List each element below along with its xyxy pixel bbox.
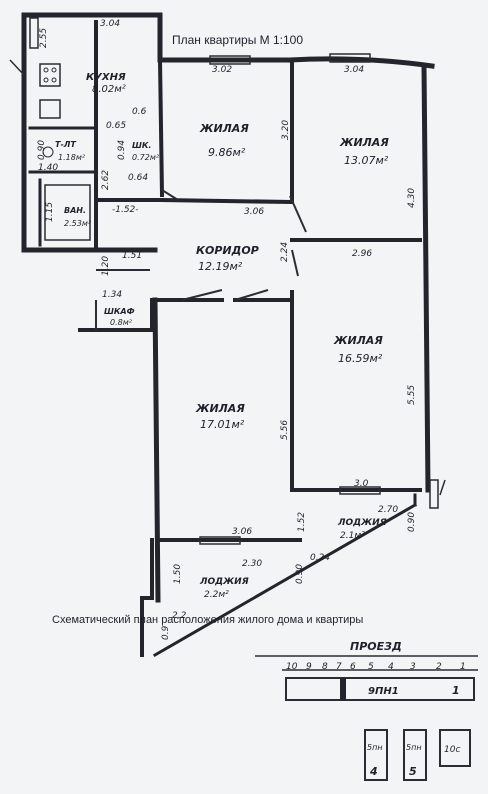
bath-area: 2.53м² [64, 219, 92, 228]
dim-label: 4.30 [407, 188, 417, 208]
dim-label: 2.24 [280, 242, 290, 262]
bedroom3-name: ЖИЛАЯ [333, 334, 383, 347]
dim-label: 3.02 [212, 65, 232, 75]
dim-label: 1.34 [102, 290, 122, 300]
dim-label: 0.64 [128, 173, 148, 183]
site-num: 3 [410, 662, 416, 672]
building-5-number: 5 [409, 765, 417, 778]
dim-label: 2.70 [378, 505, 398, 515]
dim-label: 3.0 [354, 479, 369, 489]
building-number: 1 [452, 684, 460, 697]
site-caption: Схематический план расположения жилого д… [52, 614, 363, 626]
bath-name: ВАН. [64, 206, 86, 215]
dim-label: 2.30 [242, 559, 262, 569]
plan-title: План квартиры М 1:100 [172, 33, 303, 47]
site-num: 9 [306, 662, 312, 672]
dim-label: 3.06 [244, 207, 264, 217]
bedroom1-area: 9.86м² [208, 146, 246, 159]
closet2-name: ШКАФ [104, 307, 135, 316]
wc-area: 1.18м² [58, 153, 86, 162]
dim-label: 1.52 [297, 512, 307, 532]
dim-label: 0.9 [161, 625, 171, 640]
kitchen-area: 8.02м² [92, 84, 126, 95]
road-label: ПРОЕЗД [350, 640, 402, 653]
closet2-area: 0.8м² [110, 318, 133, 327]
walls [9, 12, 446, 658]
site-num: 8 [322, 662, 328, 672]
dim-label: 5.56 [280, 420, 290, 440]
site-num: 1 [460, 662, 466, 672]
dim-label: 3.20 [281, 120, 291, 140]
dim-label: 1.15 [45, 202, 55, 222]
dim-label: 0.6 [132, 107, 147, 117]
dim-label: 3.06 [232, 527, 252, 537]
dim-label: 1.50 [173, 564, 183, 584]
dim-label: 1.20 [101, 256, 111, 276]
section-marker [340, 678, 346, 700]
loggia1-name: ЛОДЖИЯ [337, 518, 387, 528]
building-4-label: 5пн [367, 743, 383, 752]
site-num: 7 [336, 662, 342, 672]
kitchen-name: КУХНЯ [86, 72, 126, 83]
site-scheme: ПРОЕЗД 10 9 8 7 6 5 4 3 2 1 9ПН1 1 5пн 4… [255, 640, 478, 781]
dim-label: 3.04 [100, 19, 120, 29]
building-5-label: 5пн [406, 743, 422, 752]
bedroom3-area: 16.59м² [338, 352, 383, 365]
dim-label: 2.62 [101, 170, 111, 190]
building-4-number: 4 [369, 765, 378, 778]
dim-label: 2.55 [39, 28, 49, 48]
loggia2-area: 2.2м² [204, 590, 229, 600]
bedroom4-name: ЖИЛАЯ [195, 402, 245, 415]
dim-label: 0.65 [106, 121, 126, 131]
dim-label: 0.24 [310, 553, 330, 563]
bedroom2-area: 13.07м² [344, 154, 389, 167]
loggia2-name: ЛОДЖИЯ [199, 577, 249, 587]
dim-label: 2.2 [172, 611, 187, 621]
site-num: 5 [368, 662, 374, 672]
dim-label: 0.90 [37, 140, 47, 160]
closet1-area: 0.72м² [132, 153, 160, 162]
bedroom1-name: ЖИЛАЯ [199, 122, 249, 135]
dim-label: 1.51 [122, 251, 142, 261]
dim-label: 0.90 [295, 564, 305, 584]
bedroom4-area: 17.01м² [200, 418, 245, 431]
building-label: 9ПН1 [368, 686, 399, 697]
site-num: 10 [286, 662, 298, 672]
dim-label: -1.52- [112, 205, 139, 215]
bedroom2-name: ЖИЛАЯ [339, 136, 389, 149]
dim-label: 0.90 [407, 512, 417, 532]
dim-label: 3.04 [344, 65, 364, 75]
closet1-name: ШК. [132, 141, 151, 150]
dim-label: 0.94 [117, 140, 127, 160]
site-num: 2 [436, 662, 442, 672]
dim-label: 1.40 [38, 163, 58, 173]
dim-label: 5.55 [407, 385, 417, 405]
building-10-label: 10с [444, 745, 460, 755]
dim-label: 2.96 [352, 249, 372, 259]
corridor-area: 12.19м² [198, 260, 243, 273]
loggia1-area: 2.1м² [340, 531, 365, 541]
site-num: 6 [350, 662, 356, 672]
wc-name: Т-ЛТ [55, 140, 76, 149]
corridor-name: КОРИДОР [196, 244, 259, 257]
site-num: 4 [388, 662, 394, 672]
